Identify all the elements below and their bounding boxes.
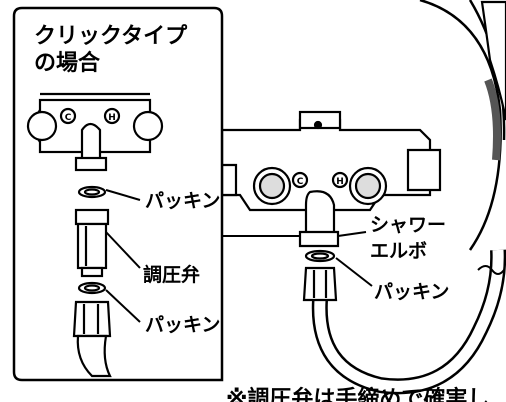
mixer-faucet-body: C H [220, 110, 442, 212]
shower-hose-loop [419, 0, 506, 251]
inset-packing-ring-lower [77, 281, 107, 295]
inset-title-line2: の場合 [34, 50, 101, 76]
inset-packing-ring-upper [77, 185, 107, 199]
inset-panel: クリックタイプ の場合 C H [12, 6, 224, 382]
main-illustration: C H [220, 0, 506, 395]
shower-elbow [298, 190, 340, 248]
hose-break-mark [477, 265, 505, 275]
main-label-shower-elbow-2: エルボ [370, 240, 427, 262]
main-leader-lines [335, 231, 373, 287]
inset-label-packing-lower: パッキン [145, 314, 220, 336]
svg-text:C: C [65, 113, 72, 123]
hose-main [311, 249, 506, 395]
inset-label-regulator: 調圧弁 [143, 263, 200, 286]
svg-text:C: C [297, 177, 304, 187]
inset-leader-lines [105, 189, 141, 323]
svg-text:H: H [336, 177, 344, 187]
inset-regulator-valve [74, 208, 110, 278]
hose-nut-main [302, 266, 338, 302]
main-label-packing: パッキン [374, 281, 449, 303]
inset-faucet-detail: C H [26, 92, 164, 172]
inset-label-packing-upper: パッキン [145, 190, 220, 212]
inset-hose [72, 300, 112, 378]
svg-text:H: H [108, 113, 116, 123]
inset-connector [222, 129, 300, 237]
footnote-text: ※調圧弁は手締めで確実し [226, 386, 489, 402]
main-label-shower-elbow-1: シャワー [370, 214, 446, 236]
packing-ring-main [304, 249, 336, 263]
inset-title-line1: クリックタイプ [34, 24, 188, 49]
